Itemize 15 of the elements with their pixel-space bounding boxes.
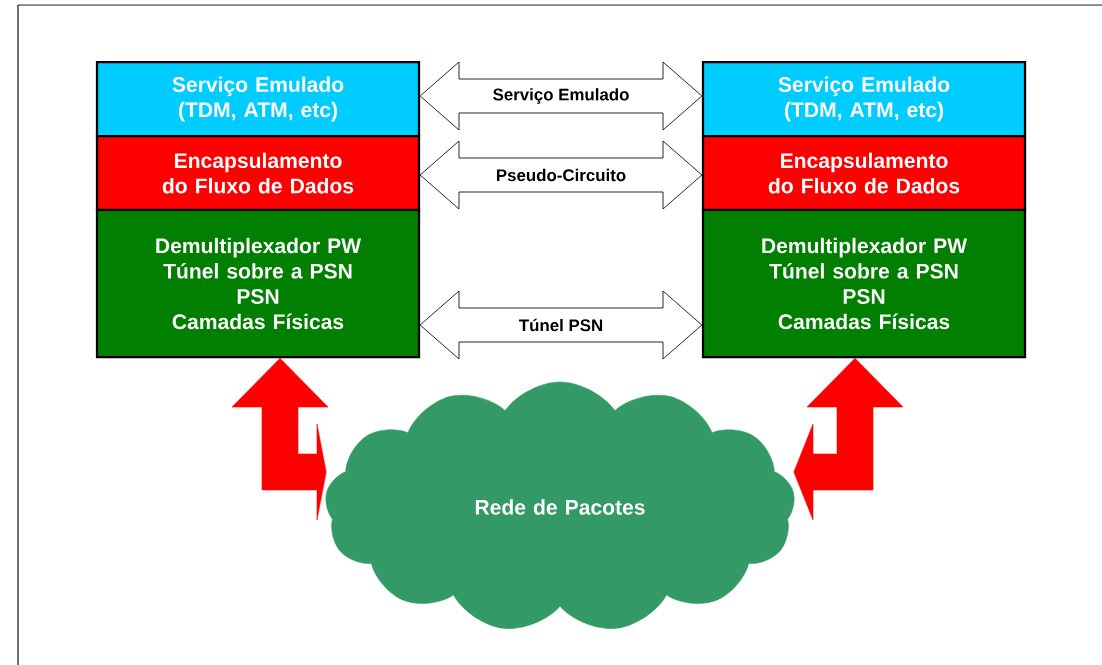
block-arrow <box>231 357 329 521</box>
layer-box: Encapsulamento do Fluxo de Dados <box>95 134 421 212</box>
edge-label: Serviço Emulado <box>493 88 629 104</box>
layer-box: Demultiplexador PW Túnel sobre a PSN PSN Camadas Físicas <box>701 208 1027 359</box>
block-arrow <box>419 61 703 131</box>
layer-box: Encapsulamento do Fluxo de Dados <box>701 134 1027 212</box>
block-arrow <box>419 290 703 360</box>
layer-box: Demultiplexador PW Túnel sobre a PSN PSN Camadas Físicas <box>95 208 421 359</box>
edge-label: Túnel PSN <box>519 318 603 332</box>
layer-box: Serviço Emulado (TDM, ATM, etc) <box>701 60 1027 138</box>
layer-box: Serviço Emulado (TDM, ATM, etc) <box>95 60 421 138</box>
edge-label: Pseudo-Circuito <box>497 168 626 182</box>
network-cloud: Rede de Pacotes <box>325 381 795 629</box>
block-arrow <box>419 140 703 210</box>
block-arrow <box>793 357 904 521</box>
